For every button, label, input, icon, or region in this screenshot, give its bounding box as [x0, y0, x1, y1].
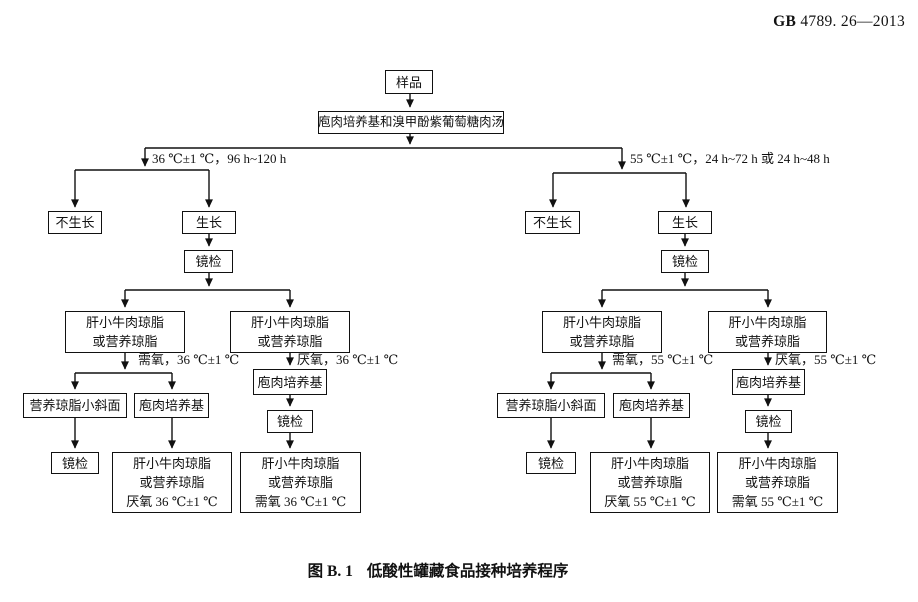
standard-code: 4789. 26—2013 — [800, 13, 905, 30]
node-cooked-meat-36-left: 庖肉培养基 — [134, 393, 209, 418]
edge-label-anaerobic-36: 厌氧，36 ℃±1 ℃ — [297, 352, 399, 367]
node-line: 或营养琼脂 — [92, 334, 158, 349]
node-line: 肝小牛肉琼脂 — [562, 315, 641, 330]
node-plate-aerobic-36: 肝小牛肉琼脂 或营养琼脂 — [65, 311, 185, 353]
node-subculture-aerobic-36: 肝小牛肉琼脂 或营养琼脂 需氧 36 ℃±1 ℃ — [240, 452, 361, 513]
node-line: 肝小牛肉琼脂 — [132, 456, 211, 471]
node-microscopy-36-mid: 镜检 — [267, 410, 313, 433]
node-label: 庖肉培养基 — [735, 374, 801, 390]
node-label: 庖肉培养基和溴甲酚紫葡萄糖肉汤 — [318, 115, 504, 129]
node-line: 需氧 36 ℃±1 ℃ — [254, 494, 347, 509]
node-label: 生长 — [195, 215, 222, 230]
node-line: 或营养琼脂 — [569, 334, 635, 349]
node-agar-slant-36: 营养琼脂小斜面 — [23, 393, 127, 418]
node-agar-slant-55: 营养琼脂小斜面 — [497, 393, 605, 418]
node-line: 或营养琼脂 — [744, 475, 810, 490]
node-line: 或营养琼脂 — [734, 334, 800, 349]
edge-label-anaerobic-55: 厌氧，55 ℃±1 ℃ — [775, 352, 877, 367]
node-growth-36: 生长 — [182, 211, 236, 234]
node-no-growth-55: 不生长 — [525, 211, 580, 234]
node-plate-anaerobic-36: 肝小牛肉琼脂 或营养琼脂 — [230, 311, 350, 353]
node-cooked-meat-36-right: 庖肉培养基 — [253, 369, 327, 395]
node-line: 厌氧 36 ℃±1 ℃ — [126, 494, 218, 509]
node-cooked-meat-55-left: 庖肉培养基 — [613, 393, 690, 418]
node-microscopy-36-bottom: 镜检 — [51, 452, 99, 474]
figure-label: 图 B. 1 — [307, 563, 353, 580]
node-label: 不生长 — [532, 215, 572, 230]
node-line: 肝小牛肉琼脂 — [250, 315, 329, 330]
node-subculture-anaerobic-36: 肝小牛肉琼脂 或营养琼脂 厌氧 36 ℃±1 ℃ — [112, 452, 232, 513]
node-growth-55: 生长 — [658, 211, 712, 234]
node-label: 样品 — [395, 74, 422, 90]
node-line: 或营养琼脂 — [139, 475, 205, 490]
node-cooked-meat-55-right: 庖肉培养基 — [732, 369, 805, 395]
node-label: 镜检 — [61, 455, 88, 471]
node-label: 不生长 — [55, 215, 95, 230]
node-label: 镜检 — [755, 414, 782, 429]
edge-label-aerobic-36: 需氧，36 ℃±1 ℃ — [138, 352, 240, 367]
edge-label-incubation-55: 55 ℃±1 ℃，24 h~72 h 或 24 h~48 h — [630, 151, 830, 166]
node-line: 肝小牛肉琼脂 — [728, 315, 807, 330]
node-microscopy-36: 镜检 — [184, 250, 233, 273]
node-line: 肝小牛肉琼脂 — [738, 456, 817, 471]
node-subculture-anaerobic-55: 肝小牛肉琼脂 或营养琼脂 厌氧 55 ℃±1 ℃ — [590, 452, 710, 513]
node-label: 镜检 — [276, 414, 303, 429]
node-microscopy-55-bottom: 镜检 — [526, 452, 576, 474]
node-line: 肝小牛肉琼脂 — [610, 456, 689, 471]
node-line: 或营养琼脂 — [257, 334, 323, 349]
figure-title: 低酸性罐藏食品接种培养程序 — [366, 563, 569, 580]
node-subculture-aerobic-55: 肝小牛肉琼脂 或营养琼脂 需氧 55 ℃±1 ℃ — [717, 452, 838, 513]
node-line: 或营养琼脂 — [267, 475, 333, 490]
edge-label-aerobic-55: 需氧，55 ℃±1 ℃ — [612, 352, 714, 367]
standard-prefix: GB — [773, 13, 797, 30]
node-label: 镜检 — [537, 455, 564, 471]
node-line: 肝小牛肉琼脂 — [261, 456, 340, 471]
node-enrichment-medium: 庖肉培养基和溴甲酚紫葡萄糖肉汤 — [318, 111, 504, 134]
node-line: 或营养琼脂 — [617, 475, 683, 490]
node-line: 肝小牛肉琼脂 — [85, 315, 164, 330]
node-plate-anaerobic-55: 肝小牛肉琼脂 或营养琼脂 — [708, 311, 827, 353]
node-label: 镜检 — [195, 254, 222, 269]
node-sample: 样品 — [385, 70, 433, 94]
node-microscopy-55-mid: 镜检 — [745, 410, 792, 433]
node-line: 厌氧 55 ℃±1 ℃ — [604, 494, 696, 509]
edge-label-incubation-36: 36 ℃±1 ℃，96 h~120 h — [152, 151, 287, 166]
figure-caption: 图 B. 1 低酸性罐藏食品接种培养程序 — [0, 559, 876, 581]
node-label: 庖肉培养基 — [618, 398, 684, 413]
standard-number: GB 4789. 26—2013 — [773, 13, 905, 31]
node-label: 庖肉培养基 — [138, 398, 204, 413]
node-no-growth-36: 不生长 — [48, 211, 102, 234]
node-label: 镜检 — [671, 254, 698, 269]
node-label: 营养琼脂小斜面 — [29, 398, 121, 413]
node-plate-aerobic-55: 肝小牛肉琼脂 或营养琼脂 — [542, 311, 662, 353]
node-label: 庖肉培养基 — [257, 374, 323, 390]
node-label: 生长 — [671, 215, 698, 230]
node-line: 需氧 55 ℃±1 ℃ — [731, 494, 824, 509]
node-microscopy-55: 镜检 — [661, 250, 709, 273]
node-label: 营养琼脂小斜面 — [505, 398, 597, 413]
